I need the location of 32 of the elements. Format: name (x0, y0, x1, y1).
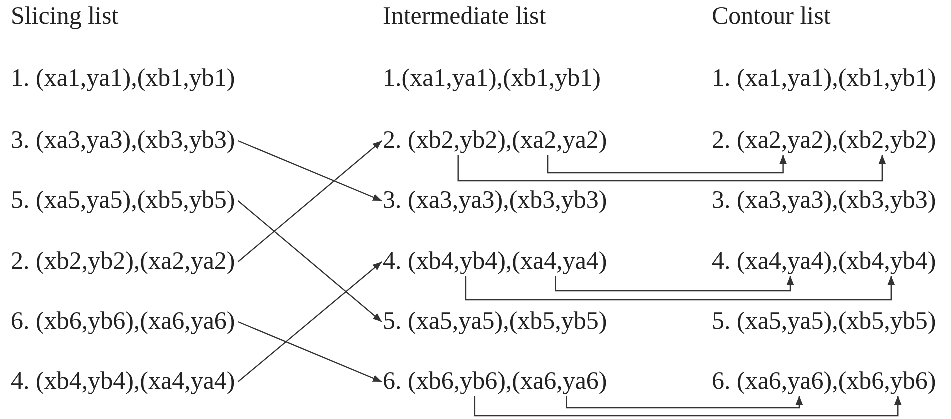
list-entry: 3. (xa3,ya3),(xb3,yb3) (11, 127, 236, 155)
list-entry: 1.(xa1,ya1),(xb1,yb1) (383, 65, 601, 93)
list-entry: 4. (xb4,yb4),(xa4,ya4) (383, 248, 608, 276)
list-entry: 4. (xb4,yb4),(xa4,ya4) (11, 368, 236, 396)
list-entry: 5. (xa5,ya5),(xb5,yb5) (383, 308, 608, 336)
list-entry: 6. (xa6,ya6),(xb6,yb6) (712, 368, 936, 396)
list-entry: 3. (xa3,ya3),(xb3,yb3) (712, 187, 936, 215)
connector-arrow (474, 396, 902, 417)
arrow (238, 140, 382, 262)
column-heading: Intermediate list (383, 3, 546, 31)
connector-arrow (566, 396, 804, 409)
column-heading: Slicing list (11, 3, 119, 31)
list-entry: 6. (xb6,yb6),(xa6,ya6) (11, 308, 236, 336)
list-entry: 6. (xb6,yb6),(xa6,ya6) (383, 368, 608, 396)
list-entry: 1. (xa1,ya1),(xb1,yb1) (712, 65, 936, 93)
list-entry: 4. (xa4,ya4),(xb4,yb4) (712, 248, 936, 276)
list-entry: 2. (xb2,yb2),(xa2,ya2) (11, 248, 236, 276)
arrow (238, 200, 382, 322)
connector-arrow (555, 276, 794, 292)
list-entry: 3. (xa3,ya3),(xb3,yb3) (383, 187, 608, 215)
arrow (238, 321, 382, 383)
connector-arrow (547, 155, 787, 174)
arrow (238, 262, 382, 382)
column-heading: Contour list (712, 3, 831, 31)
list-entry: 5. (xa5,ya5),(xb5,yb5) (11, 187, 236, 215)
list-entry: 1. (xa1,ya1),(xb1,yb1) (11, 65, 236, 93)
connector-arrow (465, 276, 895, 301)
list-entry: 5. (xa5,ya5),(xb5,yb5) (712, 308, 936, 336)
arrow (238, 140, 382, 202)
list-entry: 2. (xa2,ya2),(xb2,yb2) (712, 127, 936, 155)
connector-arrow (458, 155, 886, 182)
list-entry: 2. (xb2,yb2),(xa2,ya2) (383, 127, 608, 155)
